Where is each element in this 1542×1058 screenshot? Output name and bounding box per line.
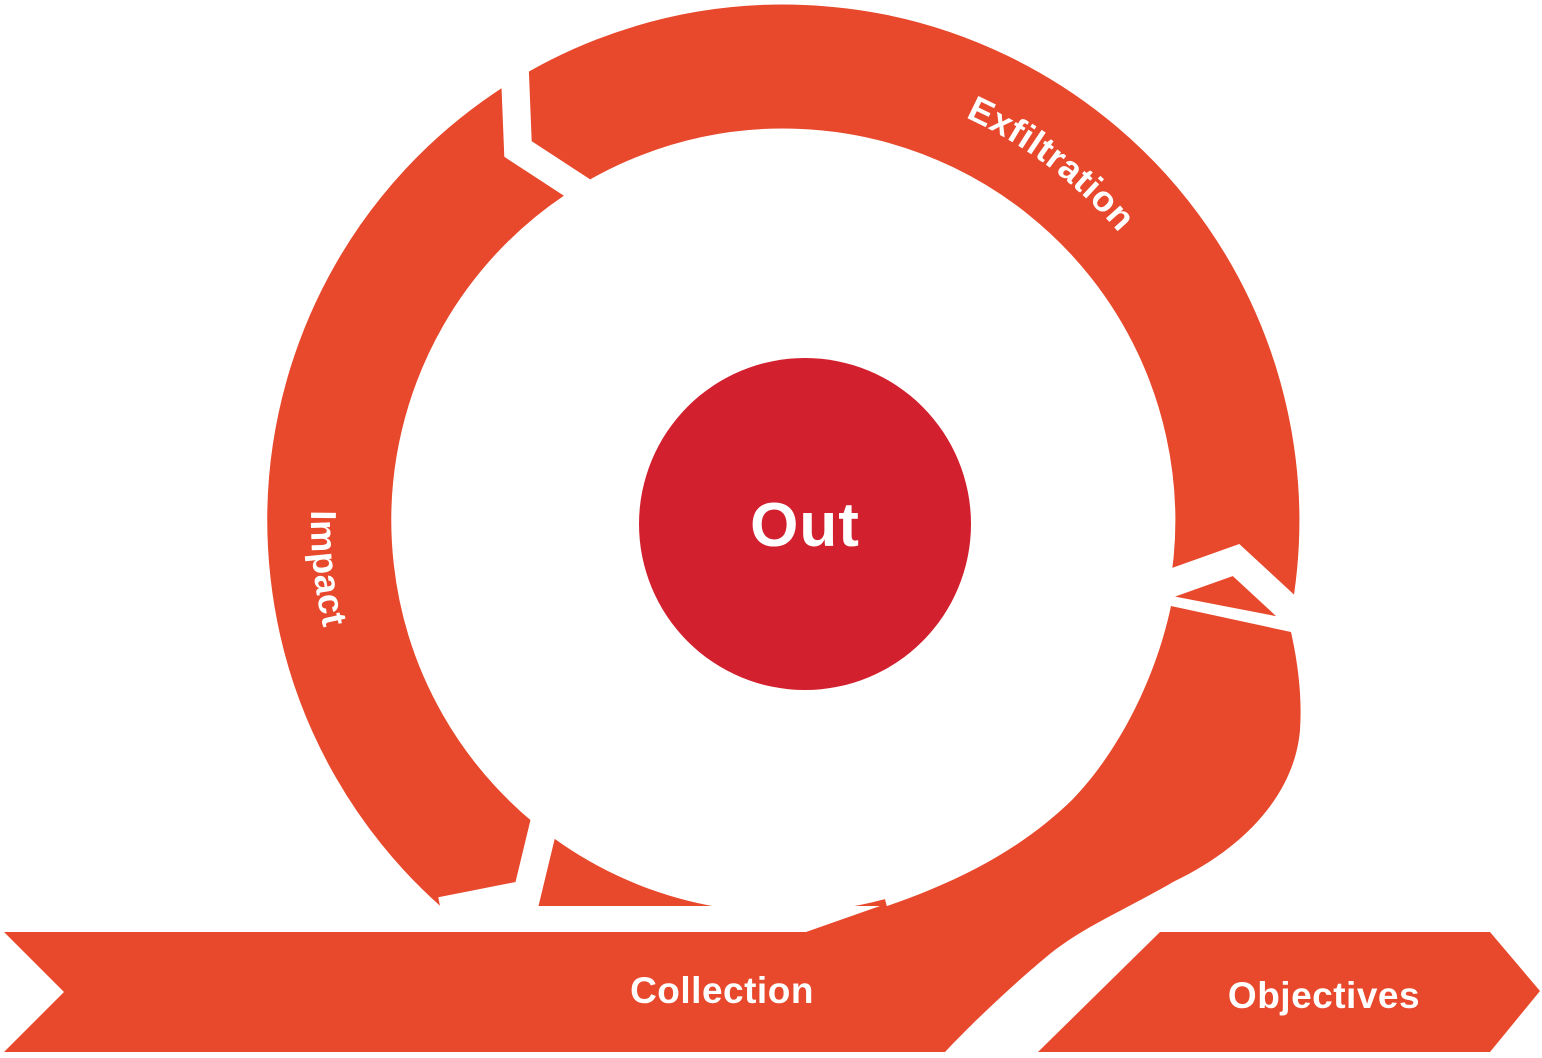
label-objectives: Objectives <box>1228 975 1420 1016</box>
ribbon-wedge-gap <box>396 906 880 932</box>
segment-gap-chevron-right <box>1113 543 1339 657</box>
core-circle <box>639 358 971 690</box>
segment-gap-chevron-bottom-left <box>438 774 569 925</box>
label-out: Out <box>750 491 860 560</box>
segment-gap-chevron-top-left <box>499 24 624 225</box>
label-collection: Collection <box>630 970 814 1011</box>
objectives-arrow <box>1038 932 1540 1052</box>
ribbon-swoosh-arrow <box>4 606 1301 1052</box>
